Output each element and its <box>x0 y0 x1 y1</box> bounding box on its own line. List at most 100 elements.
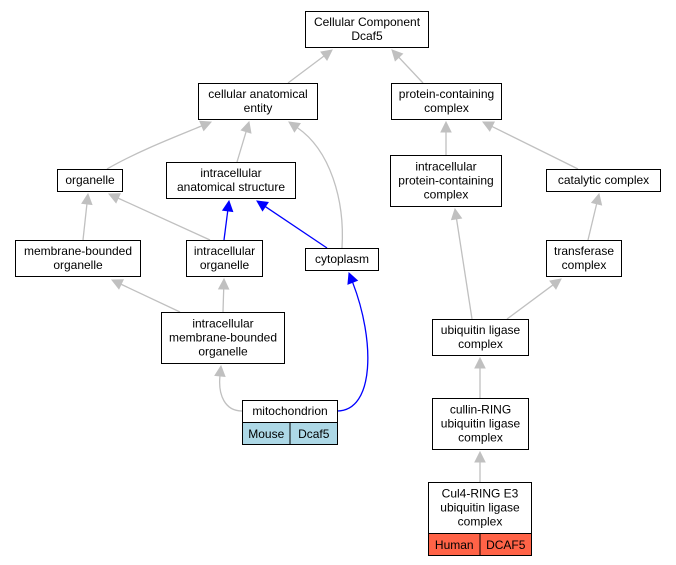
edge-line <box>222 288 225 313</box>
edge-line <box>587 203 598 241</box>
node-catalytic-complex[interactable]: catalytic complex <box>546 169 661 192</box>
edge-ubiquitin-ligase-complex-to-intracellular-protein-containing-complex <box>450 207 473 320</box>
edge-membrane-bounded-organelle-to-organelle <box>81 192 93 241</box>
edge-intracellular-protein-containing-complex-to-protein-containing-complex <box>440 120 452 155</box>
edge-arrowhead <box>256 200 269 212</box>
node-label-line: complex <box>424 101 469 115</box>
edge-ubiquitin-ligase-complex-to-transferase-complex <box>506 278 562 320</box>
node-box <box>428 482 532 534</box>
node-label-line: complex <box>424 188 469 202</box>
node-label-line: Cul4-RING E3 <box>442 487 519 501</box>
node-box <box>432 398 529 450</box>
edge-intracellular-organelle-to-organelle <box>107 193 211 241</box>
node-box <box>198 83 318 120</box>
node-label-line: organelle <box>65 173 115 187</box>
edge-line <box>398 56 424 84</box>
edge-arrowhead <box>320 49 333 61</box>
node-label-line: protein-containing <box>398 174 493 188</box>
species-tag-label: Human <box>435 538 474 552</box>
edge-protein-containing-complex-to-root <box>391 49 424 84</box>
edge-arrowhead <box>217 277 230 290</box>
edge-intracellular-membrane-bounded-organelle-to-intracellular-organelle <box>217 277 230 313</box>
node-label-line: cullin-RING <box>450 403 511 417</box>
node-box <box>57 169 123 192</box>
node-label-line: complex <box>458 431 503 445</box>
node-organelle[interactable]: organelle <box>57 169 123 192</box>
node-label-line: cytoplasm <box>315 252 369 266</box>
edge-intracellular-membrane-bounded-organelle-to-membrane-bounded-organelle <box>110 279 181 313</box>
node-box <box>390 155 502 207</box>
edge-arrowhead <box>288 121 301 133</box>
edge-arrowhead <box>474 356 486 369</box>
node-label-line: membrane-bounded <box>169 331 277 345</box>
node-label-line: intracellular <box>200 166 261 180</box>
node-label-line: intracellular <box>415 160 476 174</box>
node-label-line: complex <box>458 337 503 351</box>
edge-arrowhead <box>391 49 404 62</box>
node-label-line: entity <box>244 101 273 115</box>
species-tag-box <box>479 533 532 556</box>
edge-line <box>455 218 473 320</box>
node-label-line: ubiquitin ligase <box>441 323 521 337</box>
node-box <box>15 240 141 277</box>
node-label-line: ubiquitin ligase <box>441 417 521 431</box>
edge-arrowhead <box>107 193 121 204</box>
node-box <box>186 240 263 277</box>
edge-line <box>506 284 554 320</box>
edge-arrowhead <box>214 364 226 378</box>
node-box <box>161 312 285 364</box>
node-box <box>305 248 379 271</box>
edge-arrowhead <box>199 120 213 132</box>
edge-line <box>264 206 328 249</box>
edge-arrowhead <box>549 278 562 290</box>
edge-line <box>336 282 369 412</box>
species-tag-label: Mouse <box>248 427 284 441</box>
edge-catalytic-complex-to-protein-containing-complex <box>481 121 579 170</box>
node-label-line: organelle <box>53 258 103 272</box>
edge-organelle-to-cellular-anatomical-entity <box>106 120 213 170</box>
node-label-line: catalytic complex <box>558 173 649 187</box>
node-label-line: anatomical structure <box>177 180 285 194</box>
node-label-line: membrane-bounded <box>24 244 132 258</box>
node-label-line: intracellular <box>194 244 255 258</box>
node-cytoplasm[interactable]: cytoplasm <box>305 248 379 271</box>
edge-arrowhead <box>81 192 93 206</box>
edge-arrowhead <box>440 120 452 133</box>
edge-mitochondrion-to-cytoplasm <box>336 271 369 412</box>
edge-line <box>120 283 181 313</box>
edge-line <box>236 131 247 163</box>
edge-cullin-ring-ubiquitin-ligase-complex-to-ubiquitin-ligase-complex <box>474 356 486 398</box>
node-box <box>546 240 622 277</box>
edge-arrowhead <box>110 279 124 290</box>
edge-line <box>287 55 325 84</box>
node-box <box>166 162 296 199</box>
node-box <box>391 83 502 120</box>
node-label-line: transferase <box>554 244 614 258</box>
edge-intracellular-anatomical-structure-to-cellular-anatomical-entity <box>236 120 252 163</box>
node-label-line: ubiquitin ligase <box>440 501 520 515</box>
node-label-line: intracellular <box>192 317 253 331</box>
node-label-line: organelle <box>198 345 248 359</box>
edge-line <box>296 127 344 249</box>
node-label-line: complex <box>562 258 607 272</box>
node-box <box>432 319 529 356</box>
edge-arrowhead <box>221 199 234 213</box>
edge-line <box>223 210 229 241</box>
edge-line <box>106 125 203 170</box>
node-label-line: complex <box>458 515 503 529</box>
edge-mitochondrion-to-intracellular-membrane-bounded-organelle <box>214 364 243 412</box>
edge-arrowhead <box>474 450 486 463</box>
